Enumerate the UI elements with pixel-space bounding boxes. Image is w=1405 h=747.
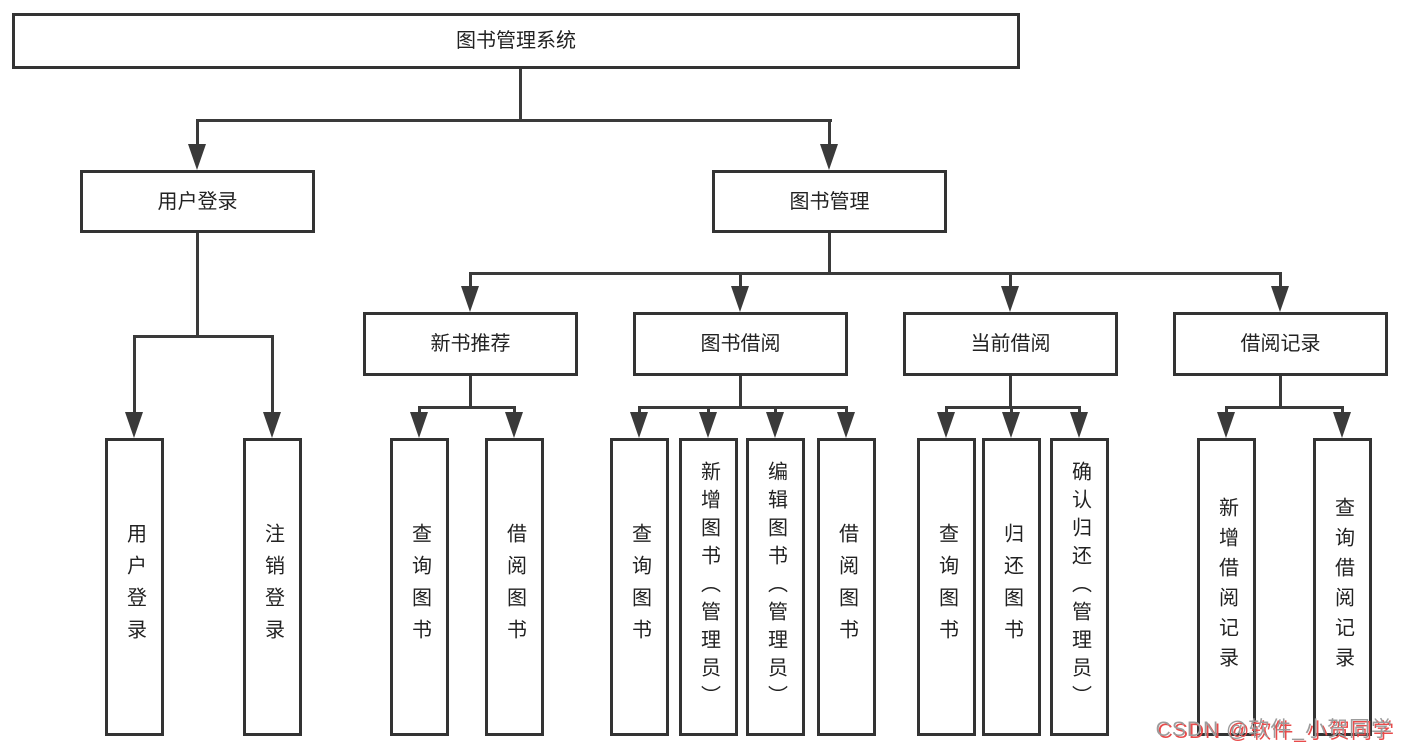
leaf-borrow-add-books-admin: 新增图书（管理员） bbox=[679, 438, 738, 736]
connector-vline bbox=[271, 335, 274, 415]
leaf-recommend-borrow-books-label: 借阅图书 bbox=[503, 523, 526, 651]
connector-vline bbox=[774, 406, 777, 415]
leaf-user-login: 用户登录 bbox=[105, 438, 164, 736]
arrow-down-icon bbox=[410, 412, 428, 438]
arrow-down-icon bbox=[1271, 286, 1289, 312]
leaf-current-confirm-return-admin: 确认归还（管理员） bbox=[1050, 438, 1109, 736]
arrow-down-icon bbox=[1070, 412, 1088, 438]
connector-vline bbox=[519, 69, 522, 119]
node-book-borrow-label: 图书借阅 bbox=[700, 333, 781, 355]
arrow-down-icon bbox=[837, 412, 855, 438]
node-current-borrow: 当前借阅 bbox=[903, 312, 1118, 376]
connector-vline bbox=[196, 233, 199, 337]
connector-vline bbox=[828, 233, 831, 275]
connector-vline bbox=[1225, 406, 1228, 415]
connector-vline bbox=[133, 335, 136, 415]
csdn-watermark: CSDN @软件_小贺同学 bbox=[1155, 718, 1393, 741]
leaf-logout-label: 注销登录 bbox=[261, 523, 284, 651]
connector-hline bbox=[418, 406, 516, 409]
connector-vline bbox=[845, 406, 848, 415]
connector-vline bbox=[469, 376, 472, 409]
leaf-borrow-add-books-admin-label: 新增图书（管理员） bbox=[697, 461, 720, 713]
leaf-recommend-borrow-books: 借阅图书 bbox=[485, 438, 544, 736]
connector-vline bbox=[1341, 406, 1344, 415]
connector-vline bbox=[1009, 272, 1012, 290]
leaf-borrow-borrow-books-label: 借阅图书 bbox=[835, 523, 858, 651]
node-new-book-recommend: 新书推荐 bbox=[363, 312, 578, 376]
arrow-down-icon bbox=[263, 412, 281, 438]
connector-vline bbox=[1009, 376, 1012, 409]
leaf-user-login-label: 用户登录 bbox=[123, 523, 146, 651]
connector-vline bbox=[739, 272, 742, 290]
arrow-down-icon bbox=[461, 286, 479, 312]
leaf-borrow-query-books-label: 查询图书 bbox=[628, 523, 651, 651]
node-borrow-records: 借阅记录 bbox=[1173, 312, 1388, 376]
node-user-login-label: 用户登录 bbox=[157, 190, 238, 213]
leaf-current-query-books: 查询图书 bbox=[917, 438, 976, 736]
arrow-down-icon bbox=[1002, 412, 1020, 438]
connector-vline bbox=[196, 119, 199, 150]
connector-vline bbox=[828, 119, 831, 150]
node-user-login: 用户登录 bbox=[80, 170, 315, 233]
connector-vline bbox=[739, 376, 742, 409]
connector-hline bbox=[469, 272, 1282, 275]
arrow-down-icon bbox=[1333, 412, 1351, 438]
connector-vline bbox=[1078, 406, 1081, 415]
arrow-down-icon bbox=[188, 144, 206, 170]
leaf-records-add-record-label: 新增借阅记录 bbox=[1215, 497, 1238, 677]
connector-vline bbox=[469, 272, 472, 290]
connector-vline bbox=[1010, 406, 1013, 415]
arrow-down-icon bbox=[125, 412, 143, 438]
arrow-down-icon bbox=[699, 412, 717, 438]
node-root: 图书管理系统 bbox=[12, 13, 1020, 69]
arrow-down-icon bbox=[1001, 286, 1019, 312]
connector-hline bbox=[133, 335, 274, 338]
arrow-down-icon bbox=[820, 144, 838, 170]
leaf-current-return-books-label: 归还图书 bbox=[1000, 523, 1023, 651]
node-current-borrow-label: 当前借阅 bbox=[970, 333, 1051, 355]
node-new-book-recommend-label: 新书推荐 bbox=[430, 333, 511, 355]
leaf-records-query-record: 查询借阅记录 bbox=[1313, 438, 1372, 736]
node-book-management-label: 图书管理 bbox=[789, 190, 870, 213]
connector-vline bbox=[945, 406, 948, 415]
leaf-borrow-query-books: 查询图书 bbox=[610, 438, 669, 736]
arrow-down-icon bbox=[731, 286, 749, 312]
leaf-current-query-books-label: 查询图书 bbox=[935, 523, 958, 651]
leaf-borrow-edit-books-admin-label: 编辑图书（管理员） bbox=[764, 461, 787, 713]
arrow-down-icon bbox=[505, 412, 523, 438]
node-book-management: 图书管理 bbox=[712, 170, 947, 233]
node-borrow-records-label: 借阅记录 bbox=[1240, 333, 1321, 355]
arrow-down-icon bbox=[937, 412, 955, 438]
leaf-records-add-record: 新增借阅记录 bbox=[1197, 438, 1256, 736]
connector-hline bbox=[945, 406, 1081, 409]
leaf-recommend-query-books: 查询图书 bbox=[390, 438, 449, 736]
arrow-down-icon bbox=[630, 412, 648, 438]
connector-vline bbox=[1279, 376, 1282, 409]
connector-vline bbox=[513, 406, 516, 415]
leaf-current-return-books: 归还图书 bbox=[982, 438, 1041, 736]
connector-hline bbox=[196, 119, 832, 122]
leaf-current-confirm-return-admin-label: 确认归还（管理员） bbox=[1068, 461, 1091, 713]
leaf-borrow-borrow-books: 借阅图书 bbox=[817, 438, 876, 736]
leaf-logout: 注销登录 bbox=[243, 438, 302, 736]
node-book-borrow: 图书借阅 bbox=[633, 312, 848, 376]
connector-vline bbox=[418, 406, 421, 415]
arrow-down-icon bbox=[766, 412, 784, 438]
leaf-recommend-query-books-label: 查询图书 bbox=[408, 523, 431, 651]
leaf-records-query-record-label: 查询借阅记录 bbox=[1331, 497, 1354, 677]
connector-vline bbox=[707, 406, 710, 415]
arrow-down-icon bbox=[1217, 412, 1235, 438]
connector-hline bbox=[1225, 406, 1344, 409]
connector-hline bbox=[638, 406, 848, 409]
node-root-label: 图书管理系统 bbox=[456, 30, 576, 52]
connector-vline bbox=[638, 406, 641, 415]
leaf-borrow-edit-books-admin: 编辑图书（管理员） bbox=[746, 438, 805, 736]
connector-vline bbox=[1279, 272, 1282, 290]
